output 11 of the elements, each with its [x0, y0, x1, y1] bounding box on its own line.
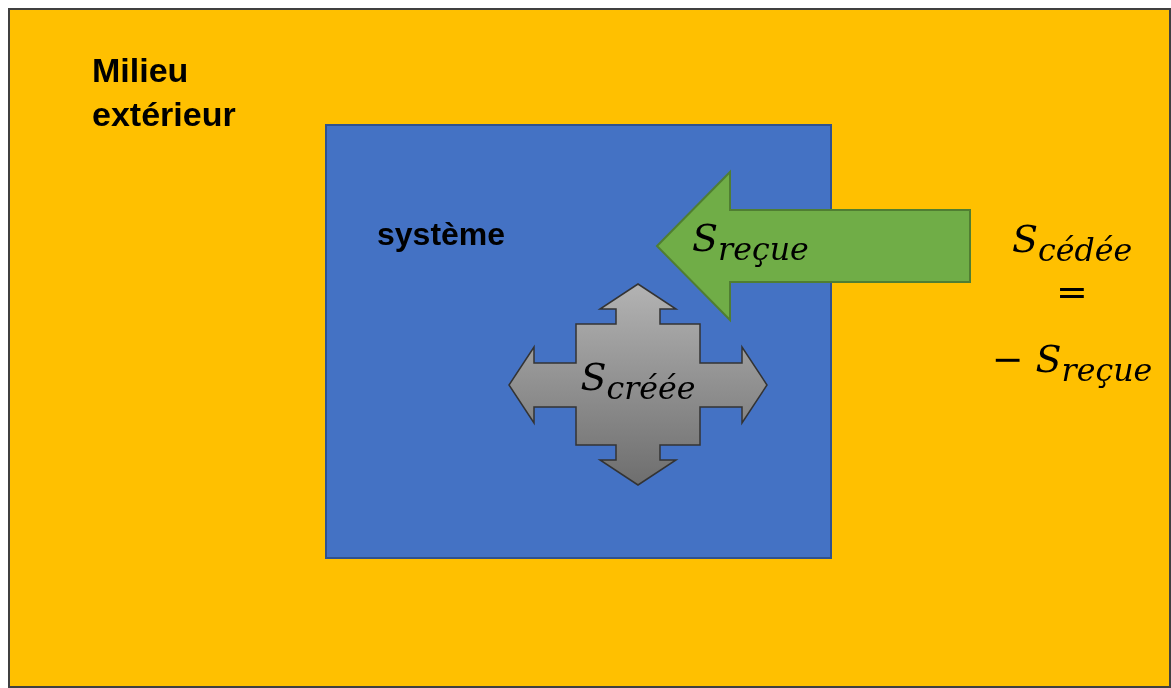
- arrow-label: S$_{créée}$: [579, 355, 697, 406]
- box-title: système: [377, 215, 507, 254]
- arrow-label: S$_{reçue}$: [692, 216, 809, 267]
- formula-text: − S$_{reçue}$: [990, 337, 1154, 388]
- environment-area: [8, 8, 1171, 688]
- left-arrow-shape: [657, 172, 970, 320]
- area-title: Milieu extérieur: [92, 50, 237, 136]
- formula-text: S$_{cédée}$: [1010, 217, 1134, 268]
- formula-text: =: [1055, 270, 1089, 314]
- four-way-arrow-shape: [509, 284, 767, 485]
- system-box: [325, 124, 832, 559]
